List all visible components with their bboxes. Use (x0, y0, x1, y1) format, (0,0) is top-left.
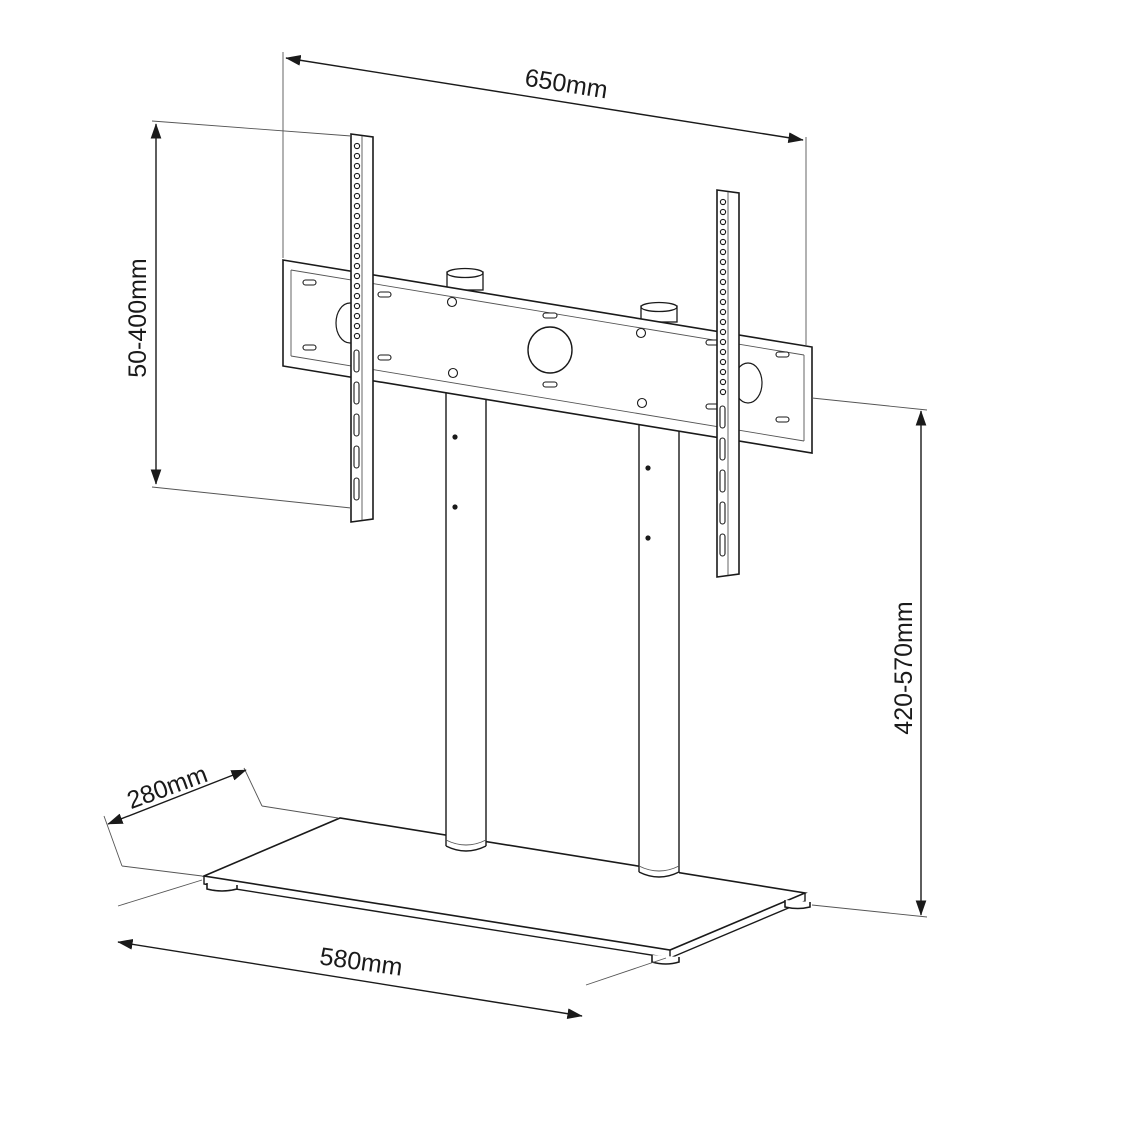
label-50-400mm: 50-400mm (124, 258, 152, 378)
right-vertical-arm (716, 189, 740, 578)
dimension-vesa-height: 50-400mm (124, 120, 352, 509)
dimension-bracket-width: 650mm (282, 52, 807, 345)
support-posts (445, 385, 680, 878)
horizontal-mount-bracket (282, 259, 813, 454)
label-280mm: 280mm (123, 760, 211, 815)
label-420-570mm: 420-570mm (890, 601, 918, 734)
base-plate (201, 817, 811, 965)
left-vertical-arm (350, 133, 374, 523)
dimension-stand-height: 420-570mm (811, 397, 928, 918)
